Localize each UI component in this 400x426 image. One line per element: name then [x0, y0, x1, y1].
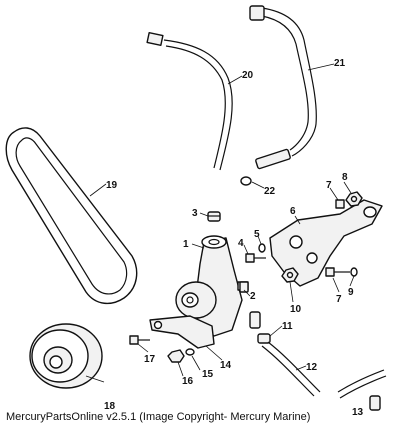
drive-belt[interactable]	[5, 127, 138, 305]
bolt-4[interactable]	[245, 253, 266, 263]
fitting-2[interactable]	[239, 281, 249, 293]
bolt-16[interactable]	[167, 349, 185, 363]
callout-20: 20	[242, 70, 254, 81]
washer-5[interactable]	[258, 243, 266, 253]
callout-13: 13	[352, 407, 364, 418]
callout-15: 15	[202, 369, 214, 380]
callout-1: 1	[183, 239, 189, 250]
bolt-7-upper[interactable]	[335, 199, 345, 209]
callout-7-upper: 7	[326, 180, 332, 191]
bolt-17[interactable]	[129, 335, 150, 345]
hose-12[interactable]	[261, 341, 387, 399]
callout-11: 11	[282, 321, 293, 332]
callout-22: 22	[264, 186, 276, 197]
callout-12: 12	[306, 362, 318, 373]
callout-6: 6	[290, 206, 296, 217]
callout-labels: 1 2 3 4 5 6 7 7 8 9 10 11 12 13 14 15 16…	[104, 58, 364, 418]
washer-15[interactable]	[185, 348, 195, 356]
nut-10[interactable]	[281, 267, 299, 283]
copyright-footer: MercuryPartsOnline v2.5.1 (Image Copyrig…	[6, 411, 311, 423]
callout-8: 8	[342, 172, 348, 183]
reservoir-cap-3[interactable]	[207, 211, 221, 222]
callout-19: 19	[106, 180, 118, 191]
leader-lines	[85, 63, 355, 383]
callout-2: 2	[250, 291, 256, 302]
callout-14: 14	[220, 360, 232, 371]
callout-18: 18	[104, 401, 116, 412]
callout-7-lower: 7	[336, 294, 342, 305]
clamp-13[interactable]	[369, 395, 381, 411]
nut-8[interactable]	[345, 191, 363, 207]
hose-20[interactable]	[146, 31, 233, 171]
callout-17: 17	[144, 354, 156, 365]
clamp-11[interactable]	[257, 333, 271, 344]
callout-9: 9	[348, 287, 354, 298]
o-ring-22[interactable]	[240, 176, 252, 186]
pulley-18[interactable]	[29, 323, 103, 389]
callout-21: 21	[334, 58, 346, 69]
bolt-7-lower[interactable]	[325, 267, 350, 277]
callout-10: 10	[290, 304, 302, 315]
washer-9[interactable]	[350, 267, 358, 277]
callout-5: 5	[254, 229, 260, 240]
callout-3: 3	[192, 208, 198, 219]
hose-21[interactable]	[249, 5, 317, 170]
callout-16: 16	[182, 376, 194, 387]
callout-4: 4	[238, 238, 244, 249]
